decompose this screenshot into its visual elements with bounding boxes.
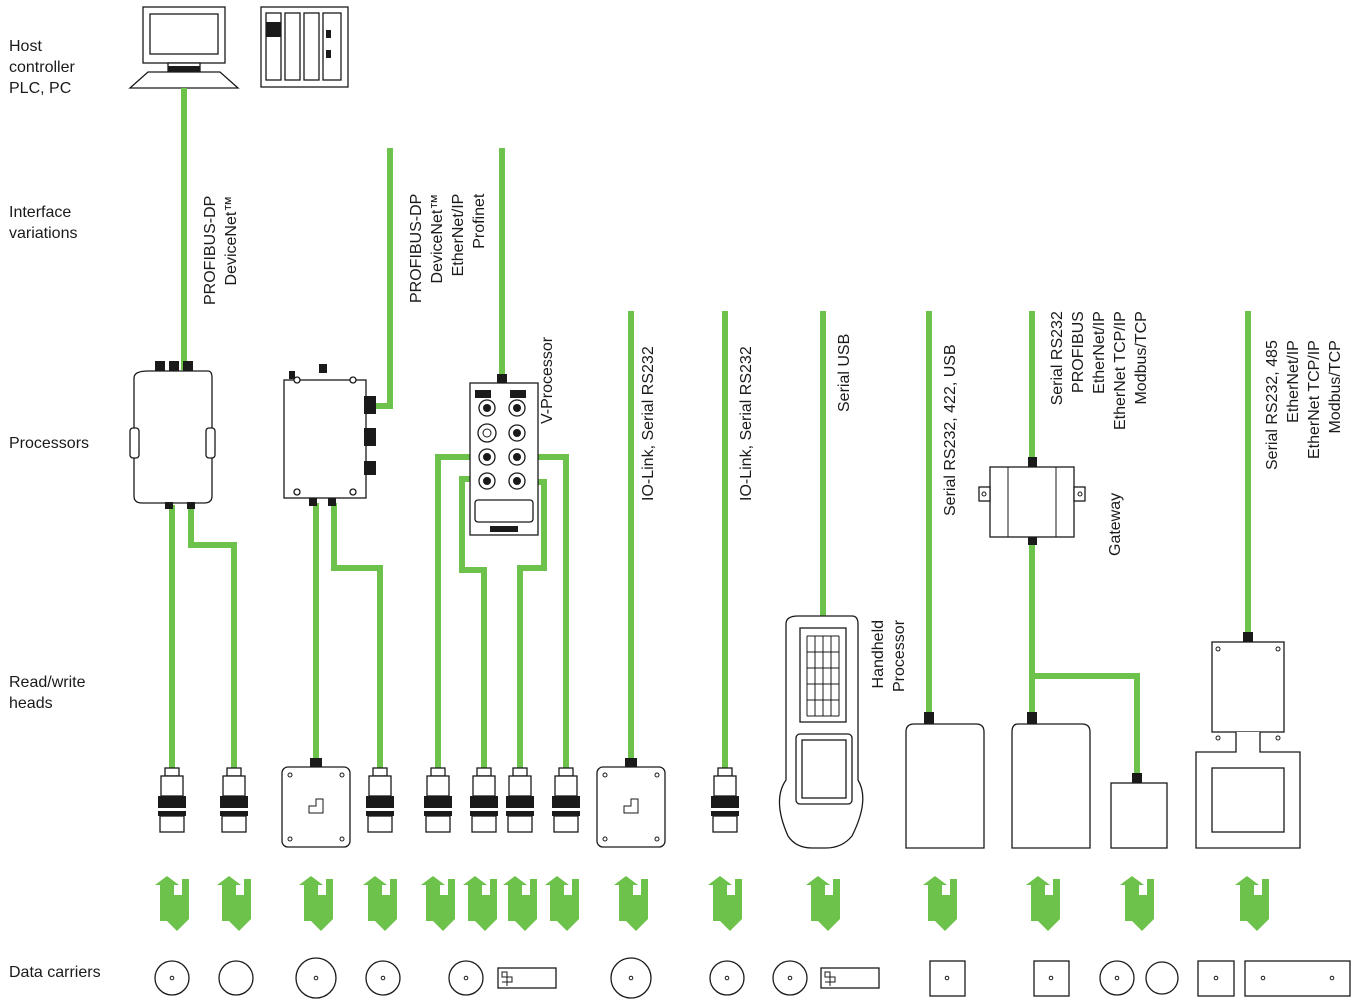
- v-processor: [469, 374, 539, 536]
- interface-ethernet-ip: EtherNet/IP: [450, 193, 467, 277]
- last-interfaces-label: Serial RS232, 485 EtherNet/IP EtherNet T…: [1262, 340, 1346, 470]
- processor-1: [129, 361, 216, 509]
- interface-profinet: Profinet: [471, 193, 488, 249]
- handheld-label-2: Processor: [891, 619, 908, 692]
- interface-devicenet: DeviceNet™: [223, 195, 240, 286]
- iolink-label-wrap-1: IO-Link, Serial RS232: [638, 346, 659, 501]
- last-ethernet-ip: EtherNet/IP: [1285, 340, 1302, 423]
- interface-profibus-dp: PROFIBUS-DP: [202, 195, 219, 305]
- handheld-label-wrap: Handheld Processor: [868, 620, 910, 692]
- square-head-1: [281, 758, 351, 848]
- gateway-device: [978, 457, 1086, 545]
- serial-usb-label-wrap: Serial USB: [834, 334, 855, 412]
- gateway-label: Gateway: [1107, 492, 1124, 556]
- label-data-carriers: Data carriers: [9, 964, 101, 981]
- handheld-processor: [778, 615, 864, 849]
- large-head: [1195, 632, 1301, 849]
- box-head-1: [905, 712, 985, 849]
- square-head-2: [596, 758, 666, 848]
- interface-label-col1: PROFIBUS-DP DeviceNet™: [200, 196, 242, 305]
- label-interface-variations: Interface variations: [9, 204, 78, 242]
- gateway-label-wrap: Gateway: [1105, 493, 1126, 556]
- serial-usb-label: Serial USB: [836, 333, 853, 412]
- gateway-interfaces-label: Serial RS232 PROFIBUS EtherNet/IP EtherN…: [1047, 311, 1152, 430]
- gw-ethernet-tcp-ip: EtherNet TCP/IP: [1112, 311, 1129, 430]
- pc-icon: [128, 6, 240, 89]
- label-read-write-heads: Read/write heads: [9, 674, 86, 712]
- gw-modbus-tcp: Modbus/TCP: [1133, 311, 1150, 405]
- iolink-label-2: IO-Link, Serial RS232: [738, 346, 755, 501]
- processor-2: [283, 364, 376, 506]
- box-head-2: [1011, 712, 1091, 849]
- small-box-head: [1110, 773, 1168, 849]
- last-modbus-tcp: Modbus/TCP: [1327, 340, 1344, 434]
- v-processor-label: V-Processor: [539, 336, 556, 424]
- arrows: [155, 876, 1269, 931]
- label-host-controller: Host controller PLC, PC: [9, 38, 75, 97]
- last-ethernet-tcp-ip: EtherNet TCP/IP: [1306, 340, 1323, 459]
- last-serial-rs232-485: Serial RS232, 485: [1264, 340, 1281, 470]
- iolink-label-wrap-2: IO-Link, Serial RS232: [736, 346, 757, 501]
- label-processors: Processors: [9, 435, 90, 452]
- gw-profibus: PROFIBUS: [1070, 311, 1087, 393]
- v-processor-label-wrap: V-Processor: [537, 337, 558, 424]
- cables: [169, 88, 1251, 776]
- handheld-label-1: Handheld: [870, 619, 887, 689]
- interface-devicenet-2: DeviceNet™: [429, 193, 446, 284]
- iolink-label-1: IO-Link, Serial RS232: [640, 346, 657, 501]
- data-carriers: [154, 957, 1351, 999]
- interface-profibus-dp-2: PROFIBUS-DP: [408, 193, 425, 303]
- gw-serial-rs232: Serial RS232: [1049, 311, 1066, 406]
- serial-rs232-422-usb-wrap: Serial RS232, 422, USB: [940, 344, 961, 516]
- plc-icon: [260, 6, 349, 88]
- gw-ethernet-ip: EtherNet/IP: [1091, 311, 1108, 394]
- serial-rs232-422-usb-label: Serial RS232, 422, USB: [942, 344, 959, 516]
- interface-label-col2: PROFIBUS-DP DeviceNet™ EtherNet/IP Profi…: [406, 194, 490, 303]
